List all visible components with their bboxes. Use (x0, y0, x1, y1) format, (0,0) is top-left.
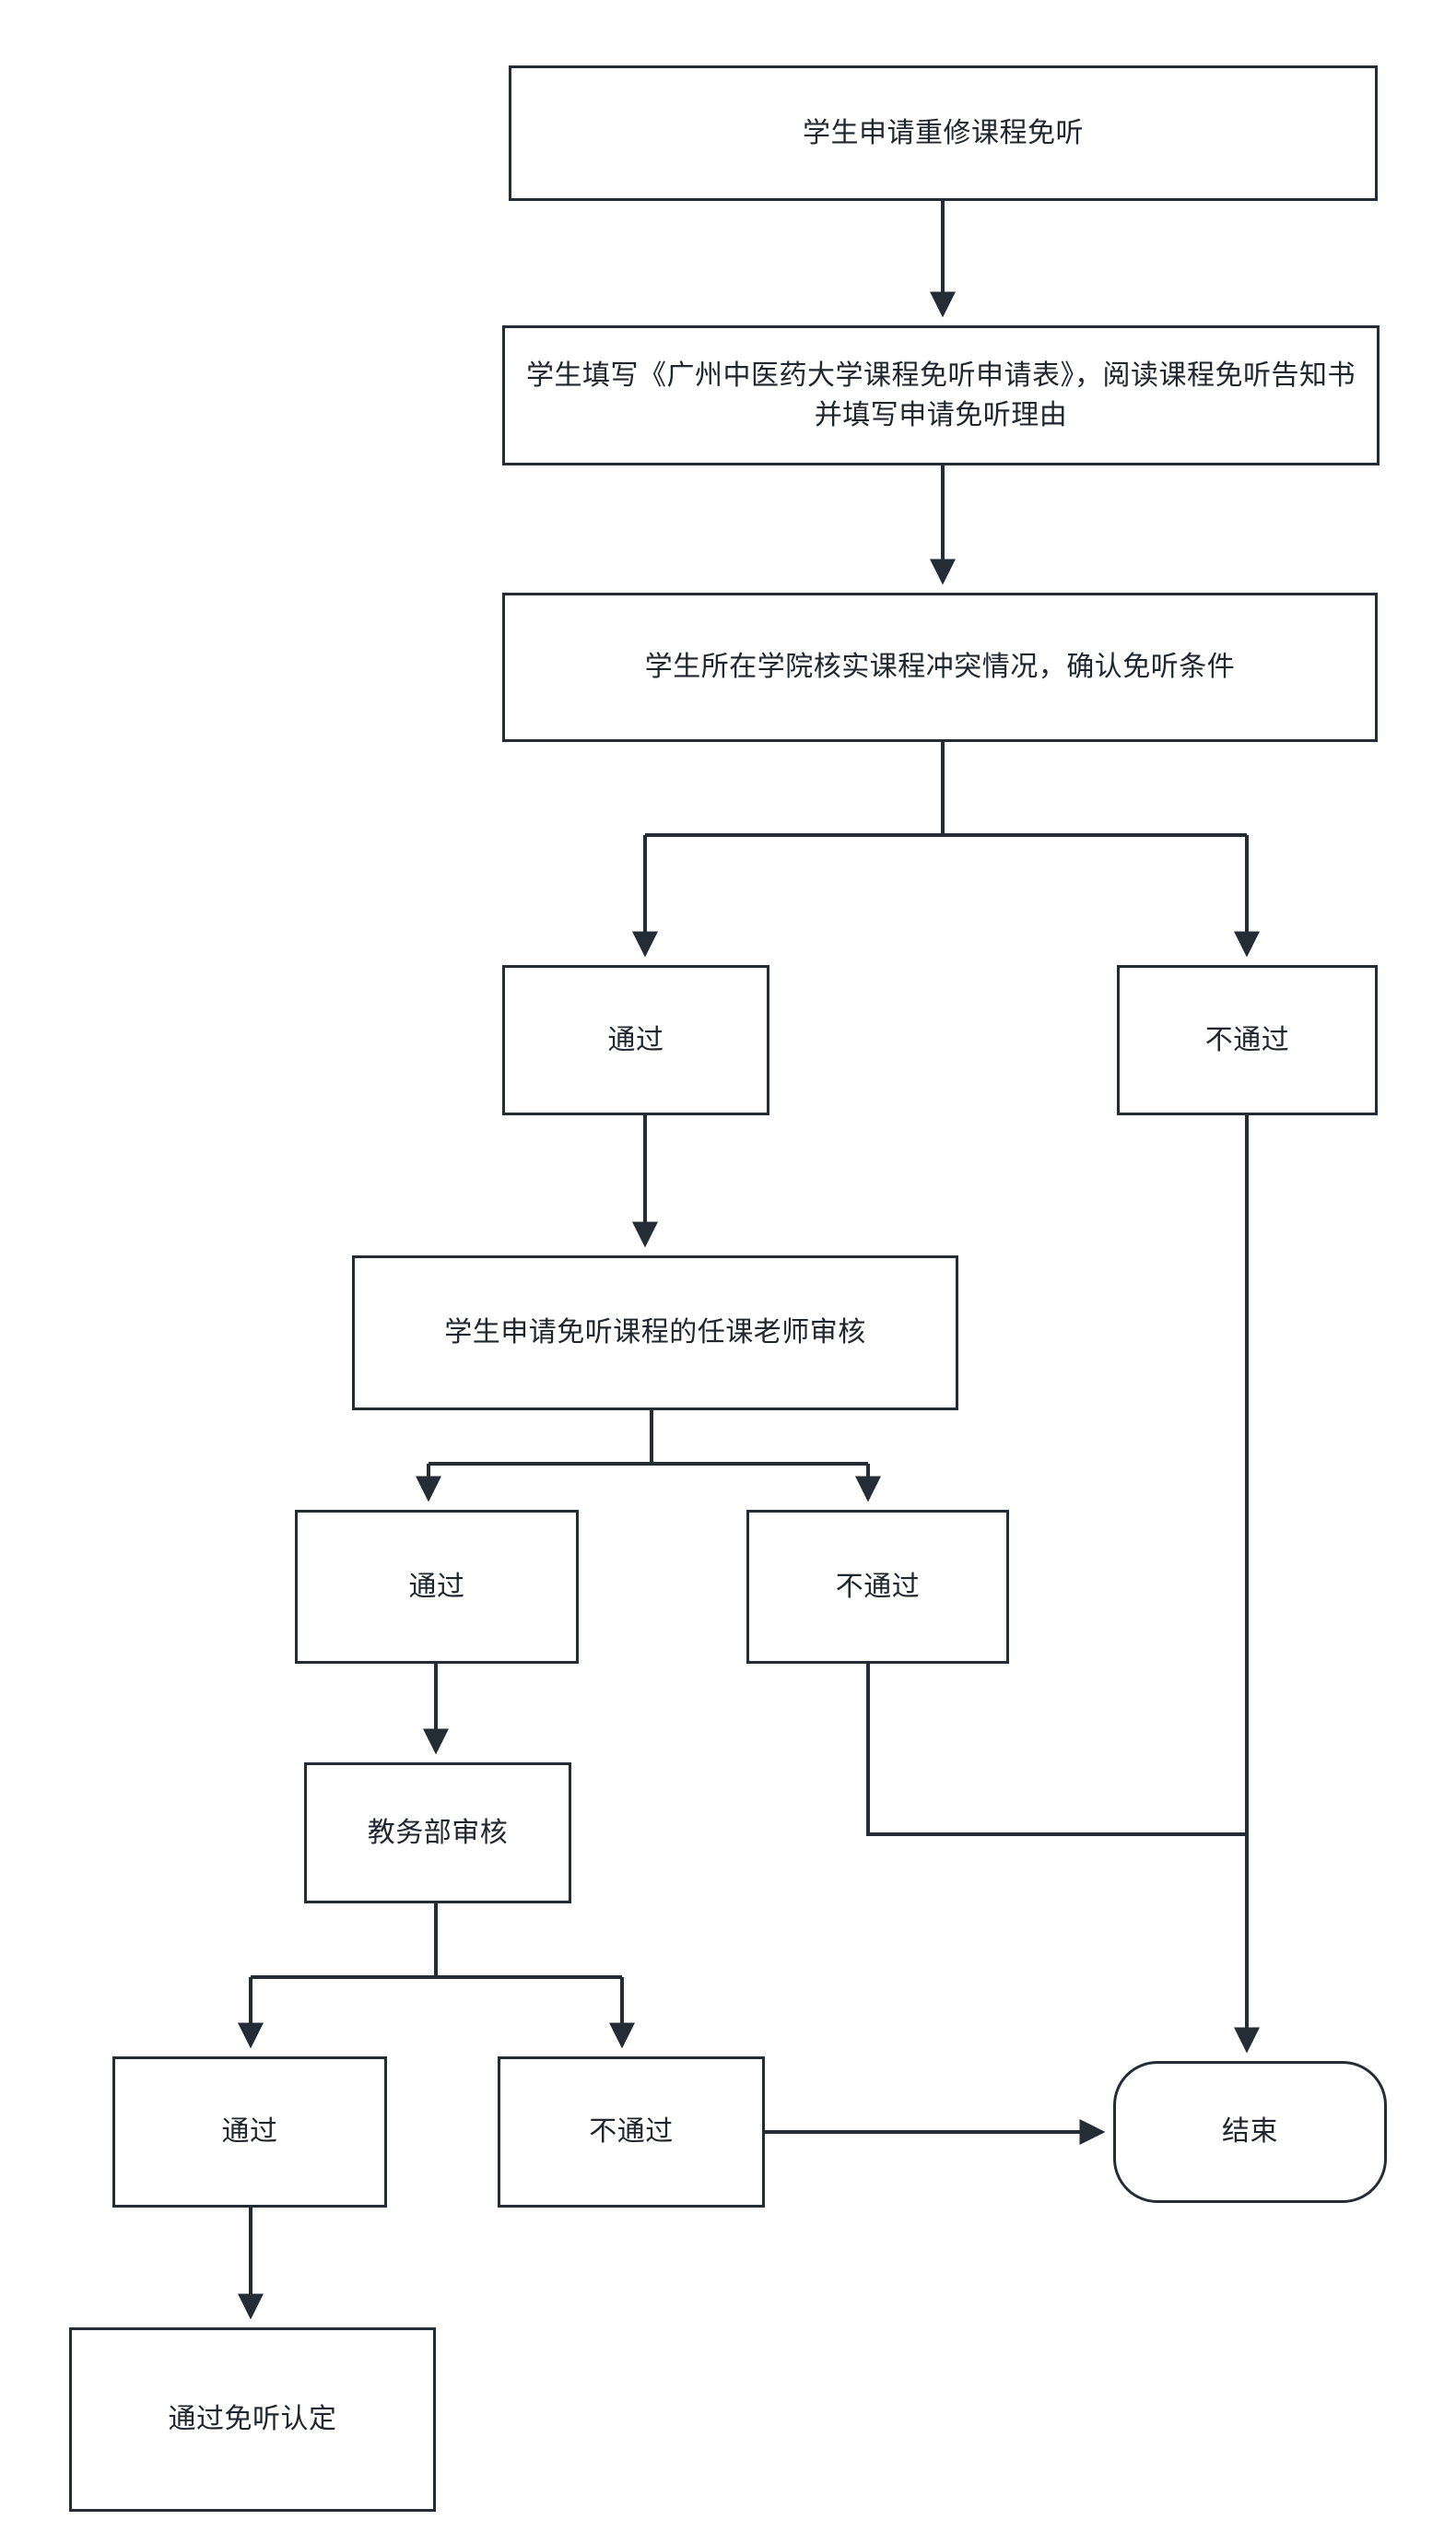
node-fail-teacher[interactable]: 不通过 (746, 1510, 1009, 1664)
node-exemption-approved[interactable]: 通过免听认定 (69, 2327, 436, 2512)
node-fail-teacher-label: 不通过 (835, 1571, 921, 1602)
node-teacher-review[interactable]: 学生申请免听课程的任课老师审核 (352, 1255, 958, 1410)
node-start[interactable]: 学生申请重修课程免听 (509, 65, 1378, 201)
node-pass-college-label: 通过 (607, 1024, 664, 1055)
node-teacher-review-label: 学生申请免听课程的任课老师审核 (444, 1317, 866, 1349)
node-college-check-label: 学生所在学院核实课程冲突情况，确认免听条件 (644, 652, 1236, 683)
node-fail-academic-label: 不通过 (589, 2116, 674, 2148)
node-fail-college[interactable]: 不通过 (1117, 965, 1378, 1115)
node-pass-academic-label: 通过 (221, 2116, 278, 2148)
node-pass-teacher[interactable]: 通过 (295, 1510, 579, 1664)
node-fill-form[interactable]: 学生填写《广州中医药大学课程免听申请表》，阅读课程免听告知书并填写申请免听理由 (502, 325, 1380, 465)
node-pass-teacher-label: 通过 (408, 1571, 465, 1602)
node-pass-academic[interactable]: 通过 (112, 2056, 387, 2208)
node-exemption-approved-label: 通过免听认定 (168, 2404, 337, 2435)
node-college-check[interactable]: 学生所在学院核实课程冲突情况，确认免听条件 (502, 593, 1378, 742)
node-fail-college-label: 不通过 (1204, 1024, 1290, 1055)
node-fail-academic[interactable]: 不通过 (498, 2056, 765, 2208)
node-start-label: 学生申请重修课程免听 (803, 117, 1084, 148)
edge-fail2-to-end (866, 1664, 1247, 1836)
node-end[interactable]: 结束 (1113, 2061, 1387, 2203)
node-academic-affairs-review[interactable]: 教务部审核 (304, 1762, 571, 1903)
node-fill-form-label: 学生填写《广州中医药大学课程免听申请表》，阅读课程免听告知书并填写申请免听理由 (526, 359, 1356, 431)
node-end-label: 结束 (1222, 2116, 1278, 2148)
node-academic-affairs-review-label: 教务部审核 (367, 1817, 509, 1848)
node-pass-college[interactable]: 通过 (502, 965, 769, 1115)
